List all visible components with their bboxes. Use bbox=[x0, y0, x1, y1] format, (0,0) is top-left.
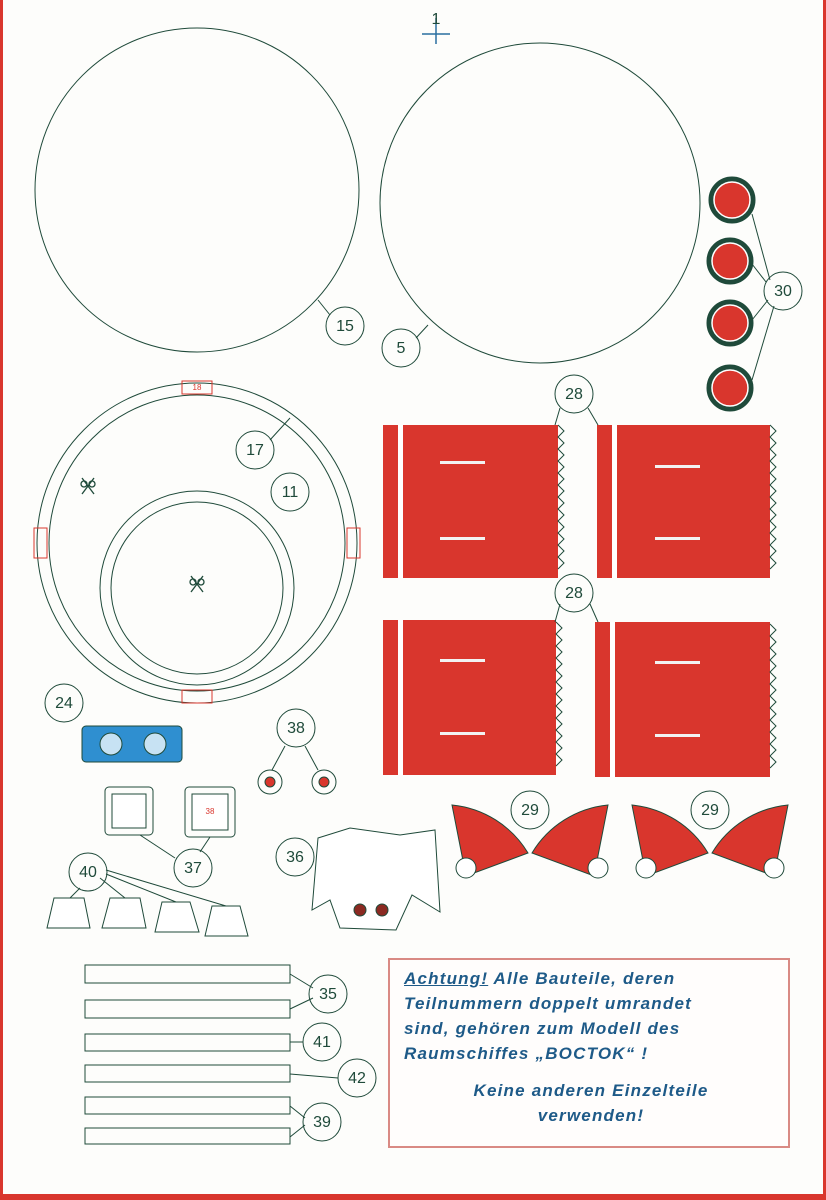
part-11-ring bbox=[99, 490, 295, 686]
part-28-label: 28 bbox=[565, 585, 583, 602]
part-42-label: 42 bbox=[348, 1070, 366, 1087]
part-38-knobs bbox=[257, 745, 337, 795]
part-15-label: 15 bbox=[336, 318, 354, 335]
part-29-label: 29 bbox=[521, 802, 539, 819]
part-37-label: 37 bbox=[184, 860, 202, 877]
part-5-label: 5 bbox=[397, 340, 406, 357]
part-41-label: 41 bbox=[313, 1034, 331, 1051]
part-41-tag bbox=[302, 1022, 342, 1062]
part-17-ring bbox=[33, 380, 361, 704]
part-36-tag bbox=[275, 837, 315, 877]
part-29-tag bbox=[510, 790, 550, 830]
part-39-label: 39 bbox=[313, 1114, 331, 1131]
part-28-glue-teeth bbox=[769, 424, 777, 570]
part-28-tag bbox=[554, 374, 594, 414]
part-39-tag bbox=[302, 1102, 342, 1142]
part-18-label: 18 bbox=[193, 383, 202, 392]
part-5-tag bbox=[381, 328, 421, 368]
scissors-icon bbox=[80, 477, 205, 593]
notice-spacer bbox=[404, 1066, 778, 1078]
part-37-tag bbox=[173, 848, 213, 888]
part-28-tag bbox=[554, 573, 594, 613]
part-38-mini-label: 38 bbox=[206, 807, 215, 816]
part-1-label: 1 bbox=[432, 11, 441, 28]
part-40-brackets bbox=[46, 869, 249, 937]
notice-line-6: verwenden! bbox=[537, 1106, 645, 1125]
part-37-frames bbox=[104, 786, 236, 859]
part-38-tag bbox=[276, 708, 316, 748]
part-30-portholes bbox=[706, 176, 775, 412]
notice-line-3: sind, gehören zum Modell des bbox=[404, 1019, 681, 1038]
part-30-tag bbox=[763, 271, 803, 311]
strip-parts bbox=[84, 964, 339, 1145]
part-30-label: 30 bbox=[774, 283, 792, 300]
part-28-label: 28 bbox=[565, 386, 583, 403]
notice-line-1-text: Alle Bauteile, deren bbox=[493, 969, 676, 988]
part-15-tag bbox=[325, 306, 365, 346]
part-11-tag bbox=[270, 472, 310, 512]
notice-line-5: Keine anderen Einzelteile bbox=[473, 1081, 709, 1100]
part-29-label: 29 bbox=[701, 802, 719, 819]
part-15-disc bbox=[34, 27, 360, 353]
notice-line-1: Achtung! Alle Bauteile, deren bbox=[404, 966, 778, 991]
part-28-glue-teeth bbox=[557, 424, 565, 570]
part-29-tag bbox=[690, 790, 730, 830]
part-28-glue-teeth bbox=[555, 621, 563, 767]
part-24-plate bbox=[81, 725, 183, 763]
part-35-label: 35 bbox=[319, 986, 337, 1003]
registration-mark-icon bbox=[422, 18, 450, 44]
part-28-panels bbox=[383, 425, 770, 777]
part-5-disc bbox=[379, 42, 701, 364]
part-11-label: 11 bbox=[282, 484, 299, 501]
part-35-tag bbox=[308, 974, 348, 1014]
part-17-label: 17 bbox=[246, 442, 264, 459]
part-40-label: 40 bbox=[79, 864, 97, 881]
part-36-label: 36 bbox=[286, 849, 304, 866]
part-24-tag bbox=[44, 683, 84, 723]
part-24-label: 24 bbox=[55, 695, 73, 712]
part-29-fans bbox=[451, 804, 789, 879]
part-40-tag bbox=[68, 852, 108, 892]
notice-line-4: Raumschiffes „BOCTOK“ ! bbox=[404, 1044, 649, 1063]
notice-warning-word: Achtung! bbox=[404, 969, 489, 988]
notice-line-2: Teilnummern doppelt umrandet bbox=[404, 994, 692, 1013]
assembly-notice: Achtung! Alle Bauteile, deren Teilnummer… bbox=[388, 958, 790, 1148]
part-28-glue-teeth bbox=[769, 623, 777, 769]
part-38-label: 38 bbox=[287, 720, 305, 737]
part-36-shroud bbox=[311, 827, 441, 931]
part-42-tag bbox=[337, 1058, 377, 1098]
part-17-tag bbox=[235, 430, 275, 470]
